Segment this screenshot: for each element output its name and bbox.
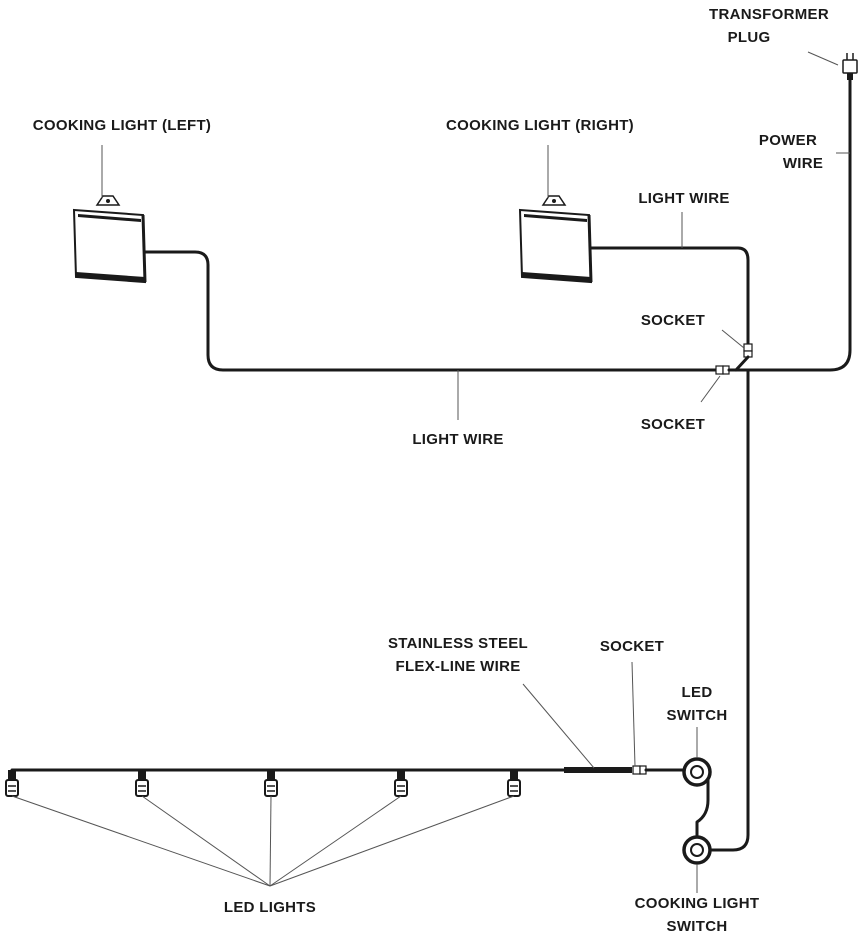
light-wire-upper-label: LIGHT WIRE — [638, 190, 729, 207]
led-switch-label-line1: LED — [682, 684, 713, 701]
led-light-4 — [394, 770, 408, 797]
cooking-light-left — [72, 195, 147, 284]
cooking-light-left-label: COOKING LIGHT (LEFT) — [33, 117, 211, 134]
led-lights-label: LED LIGHTS — [224, 899, 316, 916]
led-light-3 — [264, 770, 278, 797]
led-light-2 — [135, 770, 149, 797]
stainless-flex-label-line2: FLEX-LINE WIRE — [395, 658, 520, 675]
cooking-light-right-label: COOKING LIGHT (RIGHT) — [446, 117, 634, 134]
cooking-light-switch — [682, 835, 712, 865]
led-light-1 — [5, 770, 19, 797]
power-wire-label-line2: WIRE — [783, 155, 823, 172]
leader-lines — [11, 51, 850, 893]
light-wire-right — [589, 246, 750, 346]
power-wire — [746, 78, 852, 372]
cooking-light-switch-label-line1: COOKING LIGHT — [635, 895, 760, 912]
socket-upper-connector — [743, 343, 753, 358]
cooking-light-right — [518, 195, 593, 284]
led-switch-label-line2: SWITCH — [667, 707, 728, 724]
switch-feed-wire — [710, 368, 750, 852]
socket-lower-connector — [715, 365, 730, 375]
led-light-5 — [507, 770, 521, 797]
led-switch — [682, 757, 712, 787]
stainless-flex-label-line1: STAINLESS STEEL — [388, 635, 528, 652]
socket-upper-label: SOCKET — [641, 312, 705, 329]
transformer-plug-label-line1: TRANSFORMER — [709, 6, 829, 23]
transformer-plug — [842, 53, 858, 80]
socket-led-connector — [632, 765, 647, 775]
light-wire-left — [143, 250, 718, 372]
cooking-light-switch-label-line2: SWITCH — [667, 918, 728, 935]
light-wire-main-label: LIGHT WIRE — [412, 431, 503, 448]
socket-lower-label: SOCKET — [641, 416, 705, 433]
transformer-plug-label-line2: PLUG — [728, 29, 771, 46]
socket-led-label: SOCKET — [600, 638, 664, 655]
power-wire-label-line1: POWER — [759, 132, 817, 149]
